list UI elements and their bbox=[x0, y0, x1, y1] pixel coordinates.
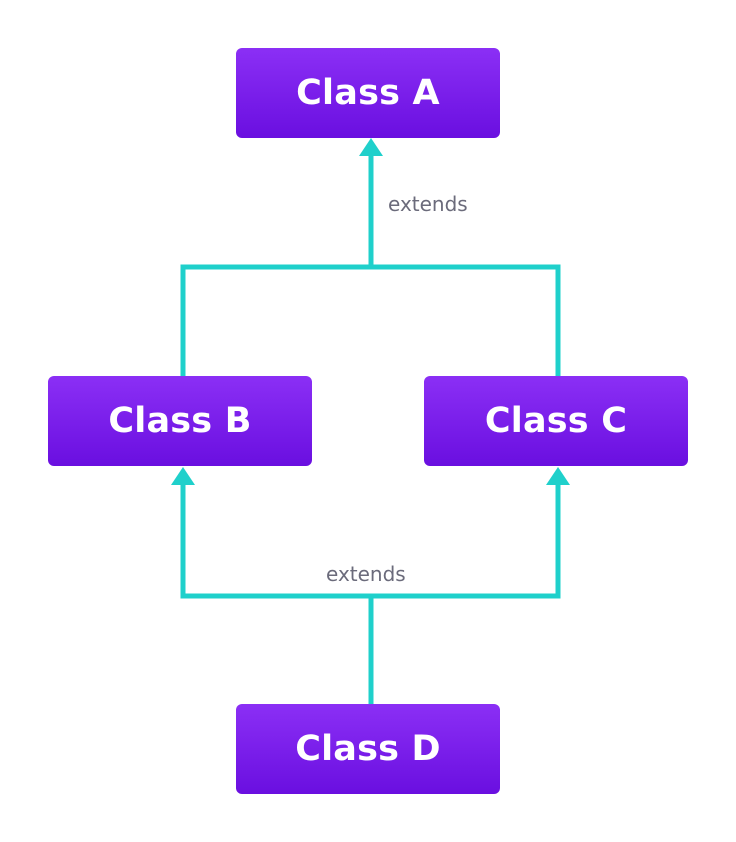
connector-d-to-b-c bbox=[180, 483, 561, 599]
extends-label-bottom: extends bbox=[326, 562, 406, 586]
class-c-label: Class C bbox=[484, 401, 628, 441]
extends-label-top: extends bbox=[388, 192, 468, 216]
arrowhead-to-a bbox=[359, 138, 383, 156]
arrowhead-to-c bbox=[546, 467, 570, 485]
class-c-node: Class C bbox=[424, 376, 688, 466]
class-a-node: Class A bbox=[236, 48, 500, 138]
class-d-label: Class D bbox=[295, 729, 441, 769]
class-a-label: Class A bbox=[296, 73, 440, 113]
arrowhead-to-b bbox=[171, 467, 195, 485]
class-b-node: Class B bbox=[48, 376, 312, 466]
class-b-label: Class B bbox=[108, 401, 252, 441]
connector-b-c-to-a bbox=[180, 264, 561, 376]
class-d-node: Class D bbox=[236, 704, 500, 794]
